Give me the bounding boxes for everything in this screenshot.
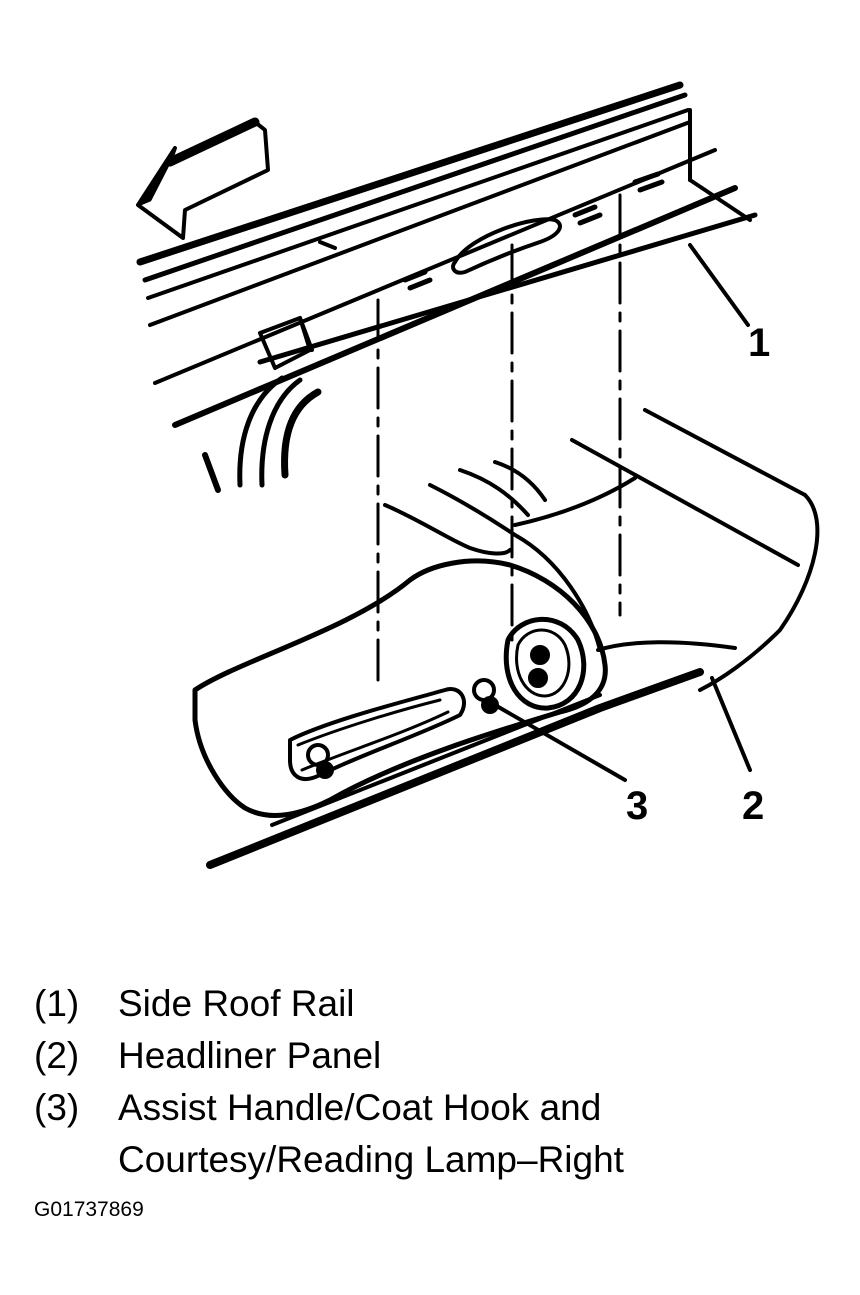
legend-label: Assist Handle/Coat Hook and Courtesy/Rea…: [118, 1087, 624, 1180]
legend-item-1: (1) Side Roof Rail: [34, 978, 718, 1030]
figure-id: G01737869: [34, 1198, 144, 1221]
legend-number: (3): [34, 1087, 80, 1128]
legend-label: Side Roof Rail: [118, 983, 355, 1024]
legend-number: (1): [34, 983, 80, 1024]
legend-number: (2): [34, 1035, 80, 1076]
alignment-lines: [376, 193, 622, 682]
legend-label: Headliner Panel: [118, 1035, 382, 1076]
legend-item-3: (3) Assist Handle/Coat Hook and Courtesy…: [34, 1082, 718, 1186]
headliner-diagram: [136, 81, 820, 869]
leader-lines: [493, 243, 752, 782]
legend: (1) Side Roof Rail (2) Headliner Panel (…: [34, 978, 718, 1186]
callout-1: 1: [748, 321, 771, 365]
side-roof-rail: [136, 81, 758, 493]
callout-2: 2: [742, 784, 765, 828]
callout-3: 3: [626, 784, 649, 828]
legend-item-2: (2) Headliner Panel: [34, 1030, 718, 1082]
front-arrow-icon: [136, 117, 270, 240]
headliner-panel: [192, 408, 820, 869]
